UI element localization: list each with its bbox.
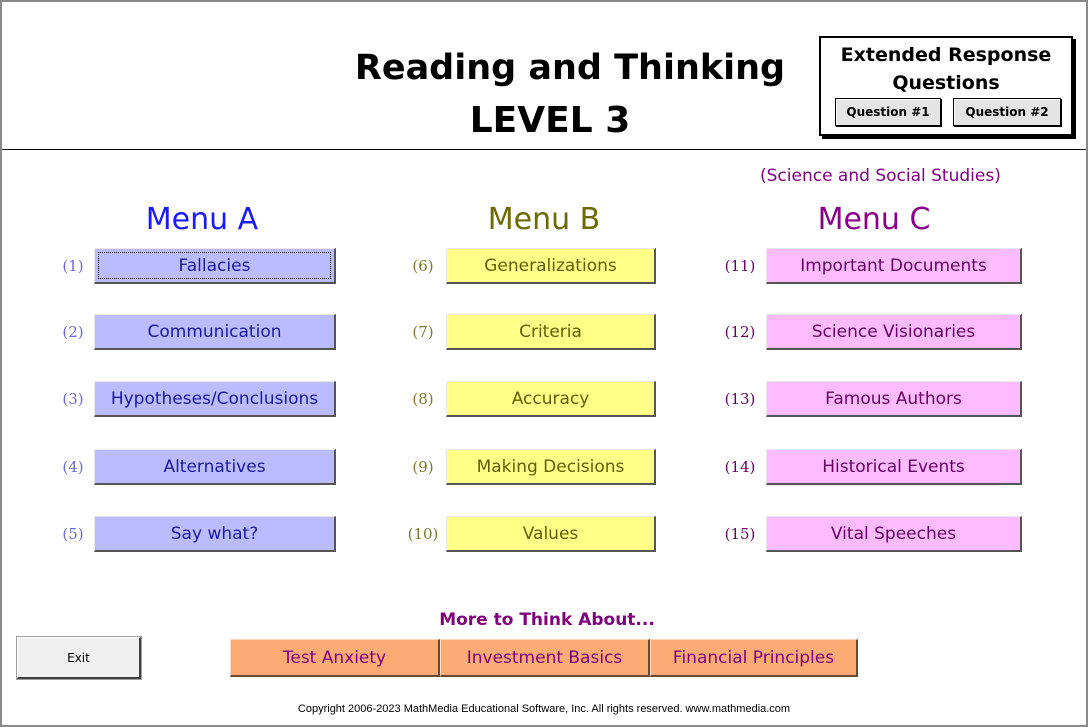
making-decisions-button[interactable]: Making Decisions bbox=[446, 449, 656, 485]
fallacies-button[interactable]: Fallacies bbox=[94, 248, 336, 284]
menu-c-number: (12) bbox=[724, 323, 756, 341]
menu-b-number: (8) bbox=[412, 390, 434, 408]
extended-response-title: Extended Response Questions bbox=[840, 44, 1052, 94]
investment-basics-button[interactable]: Investment Basics bbox=[440, 639, 650, 677]
subject-note: (Science and Social Studies) bbox=[760, 166, 1001, 186]
menu-a-number: (4) bbox=[62, 458, 84, 476]
important-documents-button[interactable]: Important Documents bbox=[766, 248, 1022, 284]
menu-b-number: (10) bbox=[407, 525, 439, 543]
famous-authors-button[interactable]: Famous Authors bbox=[766, 381, 1022, 417]
menu-c-number: (11) bbox=[724, 257, 756, 275]
menu-a-number: (2) bbox=[62, 323, 84, 341]
menu-c-number: (15) bbox=[724, 525, 756, 543]
vital-speeches-button[interactable]: Vital Speeches bbox=[766, 516, 1022, 552]
menu-c-heading: Menu C bbox=[817, 202, 931, 237]
menu-c-number: (14) bbox=[724, 458, 756, 476]
menu-a-number: (3) bbox=[62, 390, 84, 408]
values-button[interactable]: Values bbox=[446, 516, 656, 552]
hypotheses-conclusions-button[interactable]: Hypotheses/Conclusions bbox=[94, 381, 336, 417]
menu-a-heading: Menu A bbox=[145, 202, 259, 237]
more-to-think-heading: More to Think About... bbox=[439, 610, 655, 630]
communication-button[interactable]: Communication bbox=[94, 314, 336, 350]
science-visionaries-button[interactable]: Science Visionaries bbox=[766, 314, 1022, 350]
test-anxiety-button[interactable]: Test Anxiety bbox=[230, 639, 440, 677]
header-divider bbox=[2, 149, 1086, 150]
menu-a-number: (5) bbox=[62, 525, 84, 543]
menu-b-number: (6) bbox=[412, 257, 434, 275]
alternatives-button[interactable]: Alternatives bbox=[94, 449, 336, 485]
menu-a-number: (1) bbox=[62, 257, 84, 275]
page-title: Reading and Thinking bbox=[354, 48, 786, 88]
generalizations-button[interactable]: Generalizations bbox=[446, 248, 656, 284]
historical-events-button[interactable]: Historical Events bbox=[766, 449, 1022, 485]
copyright-notice: Copyright 2006-2023 MathMedia Educationa… bbox=[297, 703, 791, 715]
exit-button[interactable]: Exit bbox=[16, 636, 142, 680]
criteria-button[interactable]: Criteria bbox=[446, 314, 656, 350]
accuracy-button[interactable]: Accuracy bbox=[446, 381, 656, 417]
menu-b-heading: Menu B bbox=[487, 202, 601, 237]
menu-b-number: (7) bbox=[412, 323, 434, 341]
extended-response-panel: Extended Response Questions Question #1 … bbox=[819, 36, 1073, 136]
financial-principles-button[interactable]: Financial Principles bbox=[650, 639, 858, 677]
question-1-button[interactable]: Question #1 bbox=[835, 98, 941, 126]
level-title: LEVEL 3 bbox=[469, 100, 631, 141]
question-2-button[interactable]: Question #2 bbox=[953, 98, 1061, 126]
menu-c-number: (13) bbox=[724, 390, 756, 408]
menu-b-number: (9) bbox=[412, 458, 434, 476]
say-what-button[interactable]: Say what? bbox=[94, 516, 336, 552]
